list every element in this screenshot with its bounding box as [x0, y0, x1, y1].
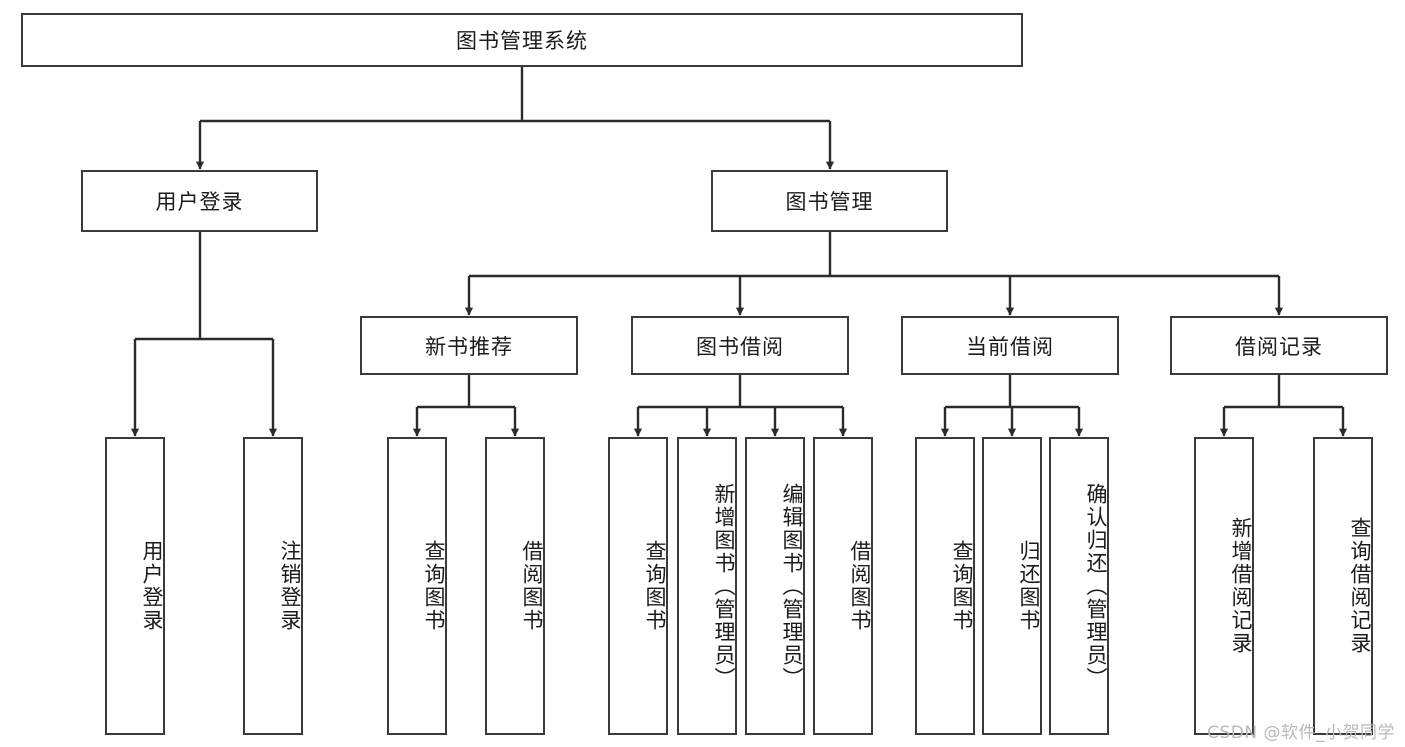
node-label-leaf-rec-query: 查询图书 — [422, 540, 446, 632]
node-label-leaf-cur-query: 查询图书 — [950, 540, 974, 632]
node-root[interactable]: 图书管理系统 — [21, 13, 1023, 67]
node-leaf-rec-query[interactable]: 查询图书 — [387, 437, 447, 735]
node-leaf-cur-confirm[interactable]: 确认归还（管理员） — [1049, 437, 1109, 735]
node-leaf-cur-query[interactable]: 查询图书 — [915, 437, 975, 735]
node-leaf-user-logout[interactable]: 注销登录 — [243, 437, 303, 735]
node-label-leaf-user-logout: 注销登录 — [278, 540, 302, 632]
node-label-leaf-brw-borrow: 借阅图书 — [848, 540, 872, 632]
node-leaf-brw-edit[interactable]: 编辑图书（管理员） — [745, 437, 805, 735]
node-label-borrow-record: 借阅记录 — [1235, 334, 1323, 359]
node-label-leaf-cur-return: 归还图书 — [1017, 540, 1041, 632]
node-label-leaf-rec-add: 新增借阅记录 — [1229, 517, 1253, 655]
node-book-borrow[interactable]: 图书借阅 — [631, 316, 849, 375]
node-label-new-book-rec: 新书推荐 — [425, 334, 513, 359]
node-leaf-brw-add[interactable]: 新增图书（管理员） — [677, 437, 737, 735]
node-leaf-rec-add[interactable]: 新增借阅记录 — [1194, 437, 1254, 735]
node-borrow-record[interactable]: 借阅记录 — [1170, 316, 1388, 375]
node-current-borrow[interactable]: 当前借阅 — [901, 316, 1119, 375]
node-label-leaf-rec-query2: 查询借阅记录 — [1348, 517, 1372, 655]
node-label-leaf-brw-edit: 编辑图书（管理员） — [780, 482, 804, 690]
node-leaf-user-login[interactable]: 用户登录 — [105, 437, 165, 735]
node-new-book-rec[interactable]: 新书推荐 — [360, 316, 578, 375]
node-label-leaf-brw-query: 查询图书 — [643, 540, 667, 632]
node-label-user-login: 用户登录 — [155, 190, 244, 214]
node-label-leaf-user-login: 用户登录 — [140, 540, 164, 632]
node-book-manage[interactable]: 图书管理 — [711, 170, 948, 232]
node-leaf-brw-query[interactable]: 查询图书 — [608, 437, 668, 735]
node-label-leaf-brw-add: 新增图书（管理员） — [712, 482, 736, 690]
node-leaf-rec-borrow[interactable]: 借阅图书 — [485, 437, 545, 735]
node-label-book-manage: 图书管理 — [785, 190, 874, 214]
node-label-leaf-rec-borrow: 借阅图书 — [520, 540, 544, 632]
node-leaf-brw-borrow[interactable]: 借阅图书 — [813, 437, 873, 735]
node-label-root: 图书管理系统 — [456, 29, 588, 53]
node-label-current-borrow: 当前借阅 — [966, 334, 1054, 359]
node-user-login[interactable]: 用户登录 — [81, 170, 318, 232]
node-leaf-rec-query2[interactable]: 查询借阅记录 — [1313, 437, 1373, 735]
node-label-book-borrow: 图书借阅 — [696, 334, 784, 359]
node-label-leaf-cur-confirm: 确认归还（管理员） — [1084, 482, 1108, 690]
node-leaf-cur-return[interactable]: 归还图书 — [982, 437, 1042, 735]
